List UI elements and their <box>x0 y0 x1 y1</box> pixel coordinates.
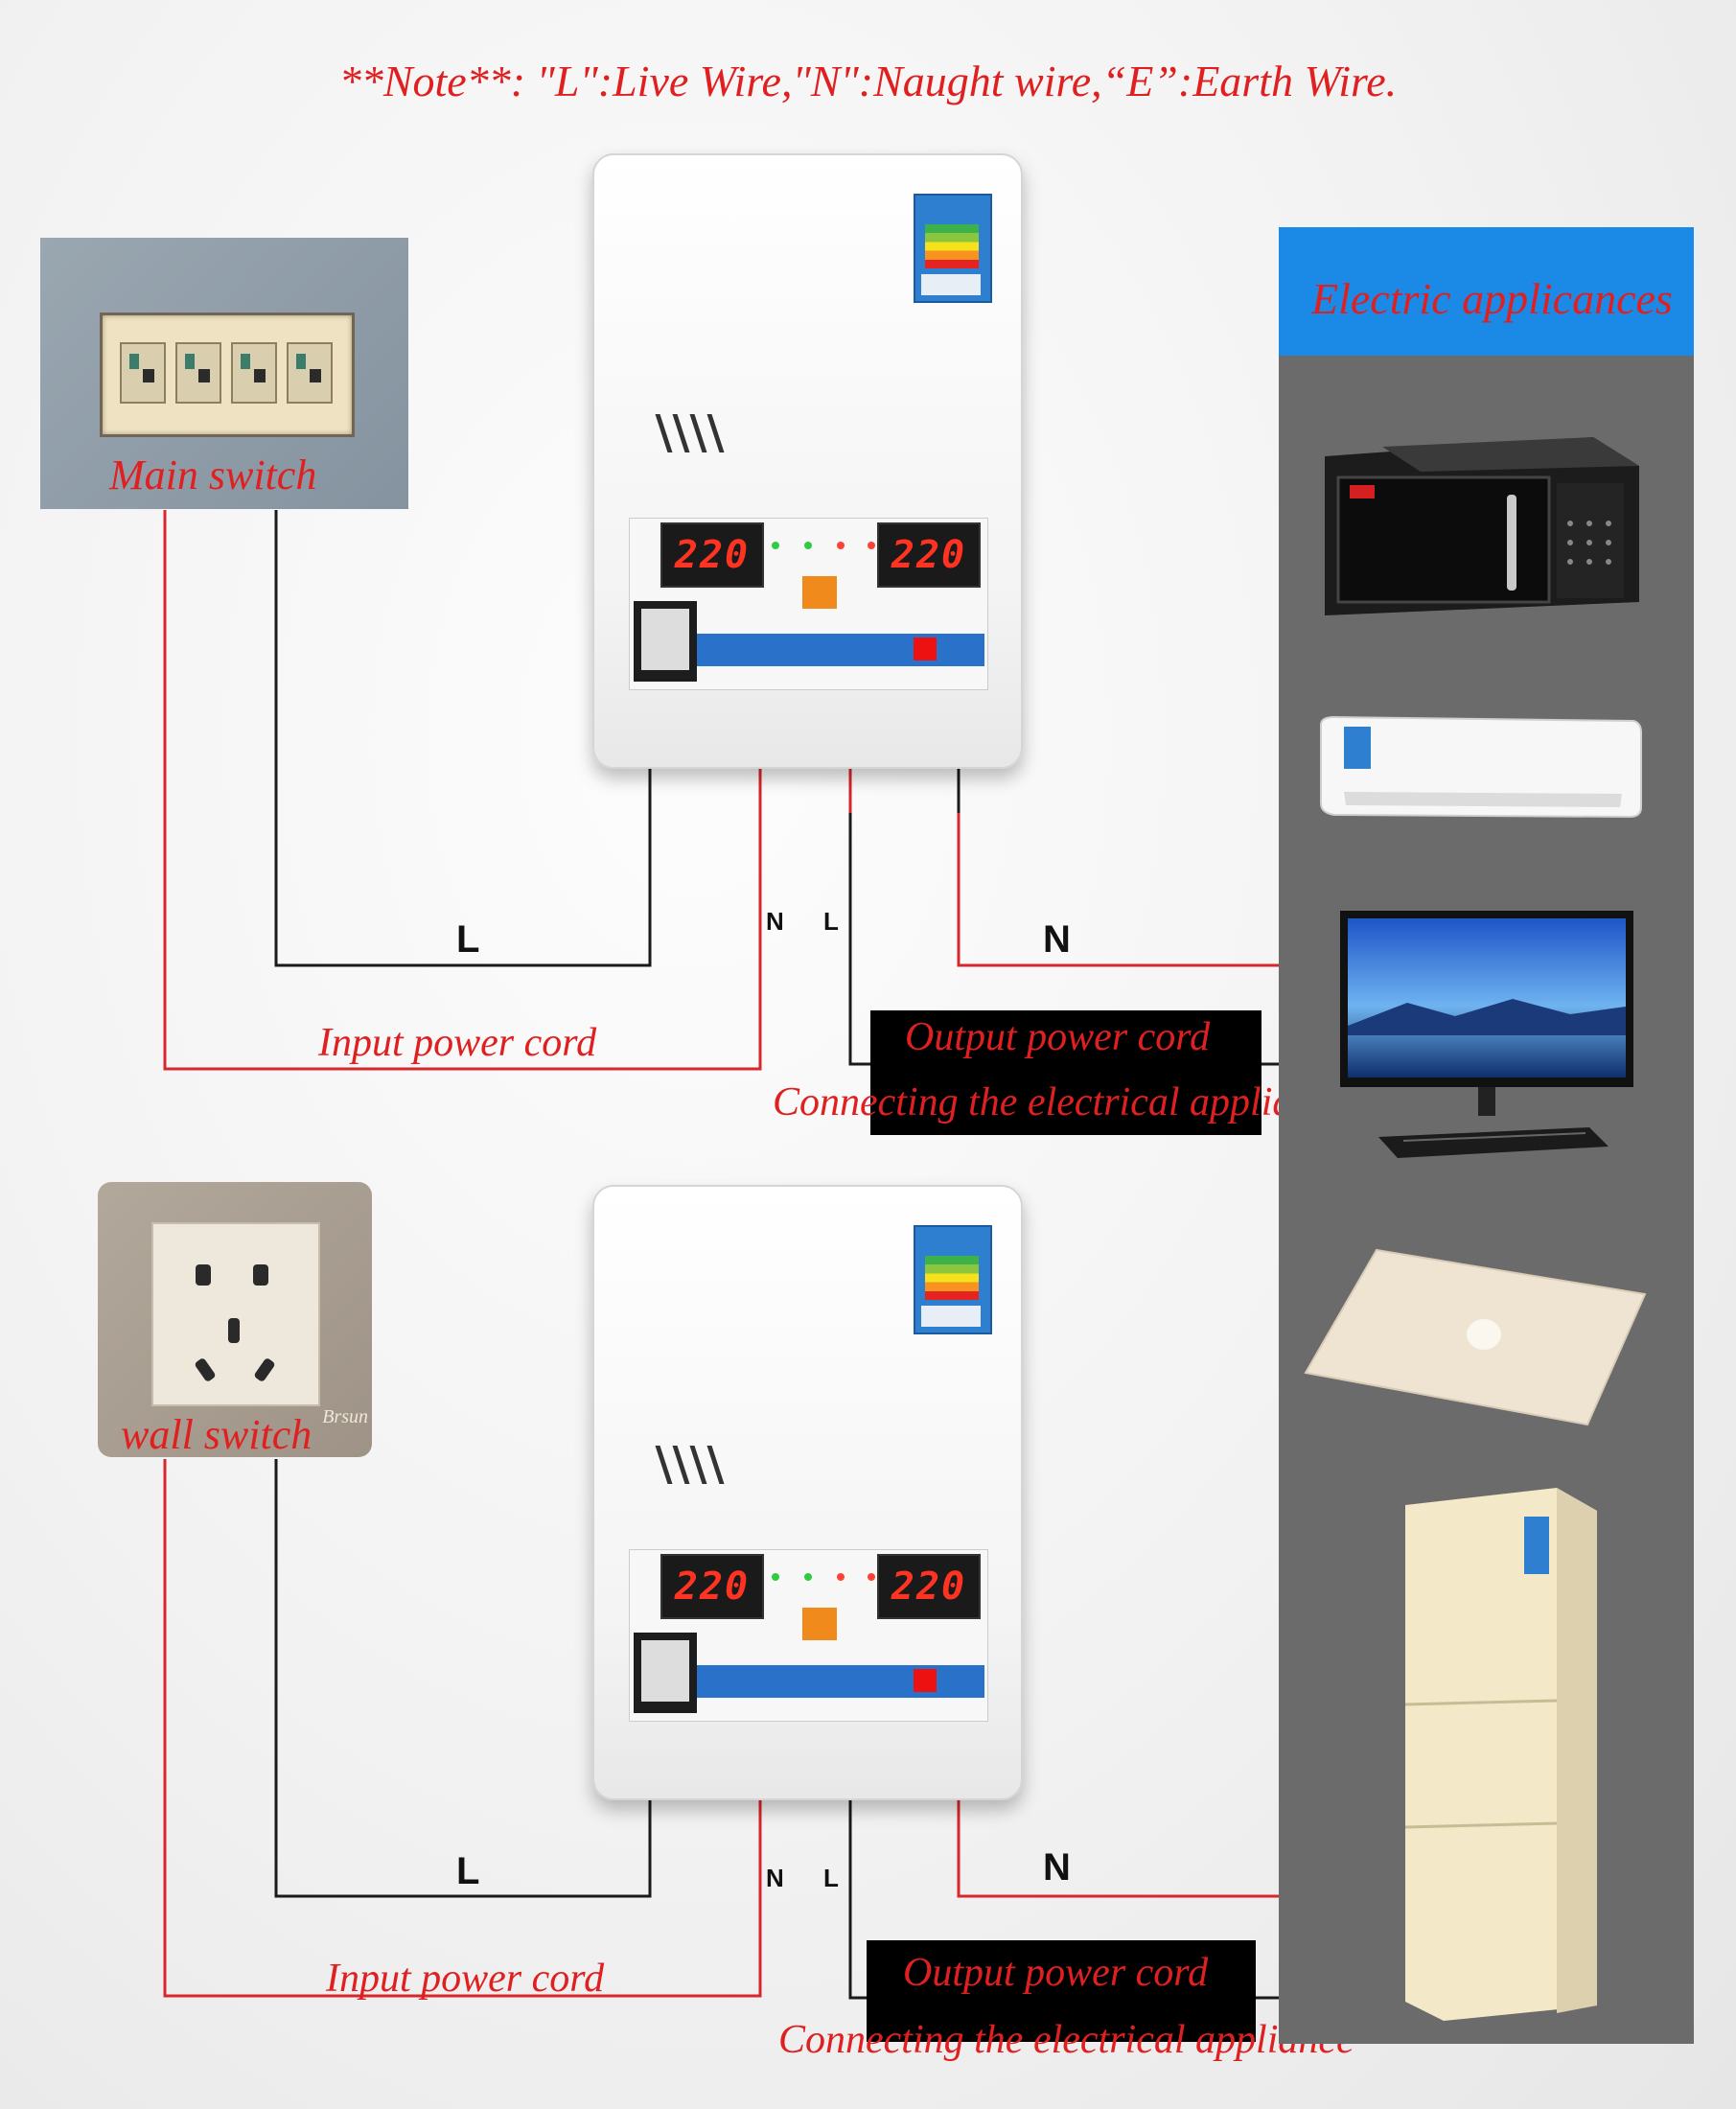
top-output-cord-caption: Output power cord <box>905 1015 1211 1059</box>
indicator-leds <box>772 542 877 561</box>
microwave-icon <box>1325 437 1639 615</box>
bottom-neutral-small-label: N <box>766 1864 784 1892</box>
top-output-box <box>870 1010 1261 1135</box>
model-strip <box>668 1665 984 1698</box>
top-connecting-caption: Connecting the electrical appliance <box>773 1080 1349 1124</box>
indicator-leds <box>772 1573 877 1592</box>
output-voltage-display: 220 <box>877 522 981 588</box>
voltage-stabilizer-bottom: 220 220 <box>592 1185 1023 1800</box>
main-switch-panel: Main switch <box>40 238 408 509</box>
wall-socket: Brsun wall switch <box>98 1182 372 1458</box>
input-voltage-display: 220 <box>660 522 764 588</box>
bottom-input-cord-caption: Input power cord <box>326 1957 605 2001</box>
breaker-meter-icon <box>634 601 697 682</box>
main-switch-label: Main switch <box>109 452 317 498</box>
brand-logo-icon <box>802 576 837 609</box>
voltage-stabilizer-top: 220 220 <box>592 153 1023 769</box>
power-button[interactable] <box>914 637 937 661</box>
breaker-icon <box>120 342 166 404</box>
top-input-neutral-wire <box>163 510 762 1071</box>
energy-label-icon <box>914 194 992 303</box>
vent-icon <box>655 1446 736 1484</box>
bottom-output-box <box>867 1940 1256 2042</box>
top-neutral-label: N <box>1043 918 1071 961</box>
computer-monitor-icon <box>1340 911 1633 1158</box>
top-live-small-label: L <box>823 907 839 936</box>
bottom-input-live-wire <box>274 1459 652 1898</box>
bottom-output-cord-caption: Output power cord <box>903 1951 1209 1995</box>
top-output-live-wire-2 <box>848 813 872 1066</box>
bottom-input-neutral-wire <box>163 1459 762 1998</box>
laptop-icon <box>1304 1248 1647 1426</box>
bottom-live-label: L <box>456 1850 480 1892</box>
top-input-cord-caption: Input power cord <box>318 1021 597 1065</box>
appliances-header: Electric applicances <box>1279 227 1694 356</box>
brand-logo-icon <box>802 1608 837 1640</box>
note-text: **Note**: "L":Live Wire,"N":Naught wire,… <box>338 57 1398 105</box>
vent-icon <box>655 414 736 452</box>
power-button[interactable] <box>914 1669 937 1692</box>
top-output-neutral-wire-2 <box>957 813 1279 967</box>
top-input-live-wire <box>274 510 652 967</box>
bottom-neutral-label: N <box>1043 1846 1071 1889</box>
breaker-meter-icon <box>634 1633 697 1713</box>
socket-plate <box>151 1222 320 1406</box>
breaker-box <box>100 313 355 437</box>
output-voltage-display: 220 <box>877 1554 981 1619</box>
air-conditioner-icon <box>1320 715 1642 819</box>
bottom-output-live-wire <box>848 1798 868 2000</box>
model-strip <box>668 634 984 666</box>
socket-brand: Brsun <box>322 1406 368 1427</box>
bottom-connecting-caption: Connecting the electrical appliance <box>778 2018 1354 2062</box>
refrigerator-icon <box>1405 1488 1597 2021</box>
breaker-icon <box>231 342 277 404</box>
breaker-icon <box>175 342 221 404</box>
energy-label-icon <box>914 1225 992 1334</box>
bottom-output-neutral-wire <box>957 1798 1279 1898</box>
appliances-header-text: Electric applicances <box>1311 274 1673 323</box>
breaker-icon <box>287 342 333 404</box>
control-panel: 220 220 <box>629 1549 988 1722</box>
input-voltage-display: 220 <box>660 1554 764 1619</box>
top-neutral-small-label: N <box>766 907 784 936</box>
control-panel: 220 220 <box>629 518 988 690</box>
bottom-live-small-label: L <box>823 1864 839 1892</box>
top-live-label: L <box>456 918 480 961</box>
wall-switch-label: wall switch <box>121 1411 312 1458</box>
